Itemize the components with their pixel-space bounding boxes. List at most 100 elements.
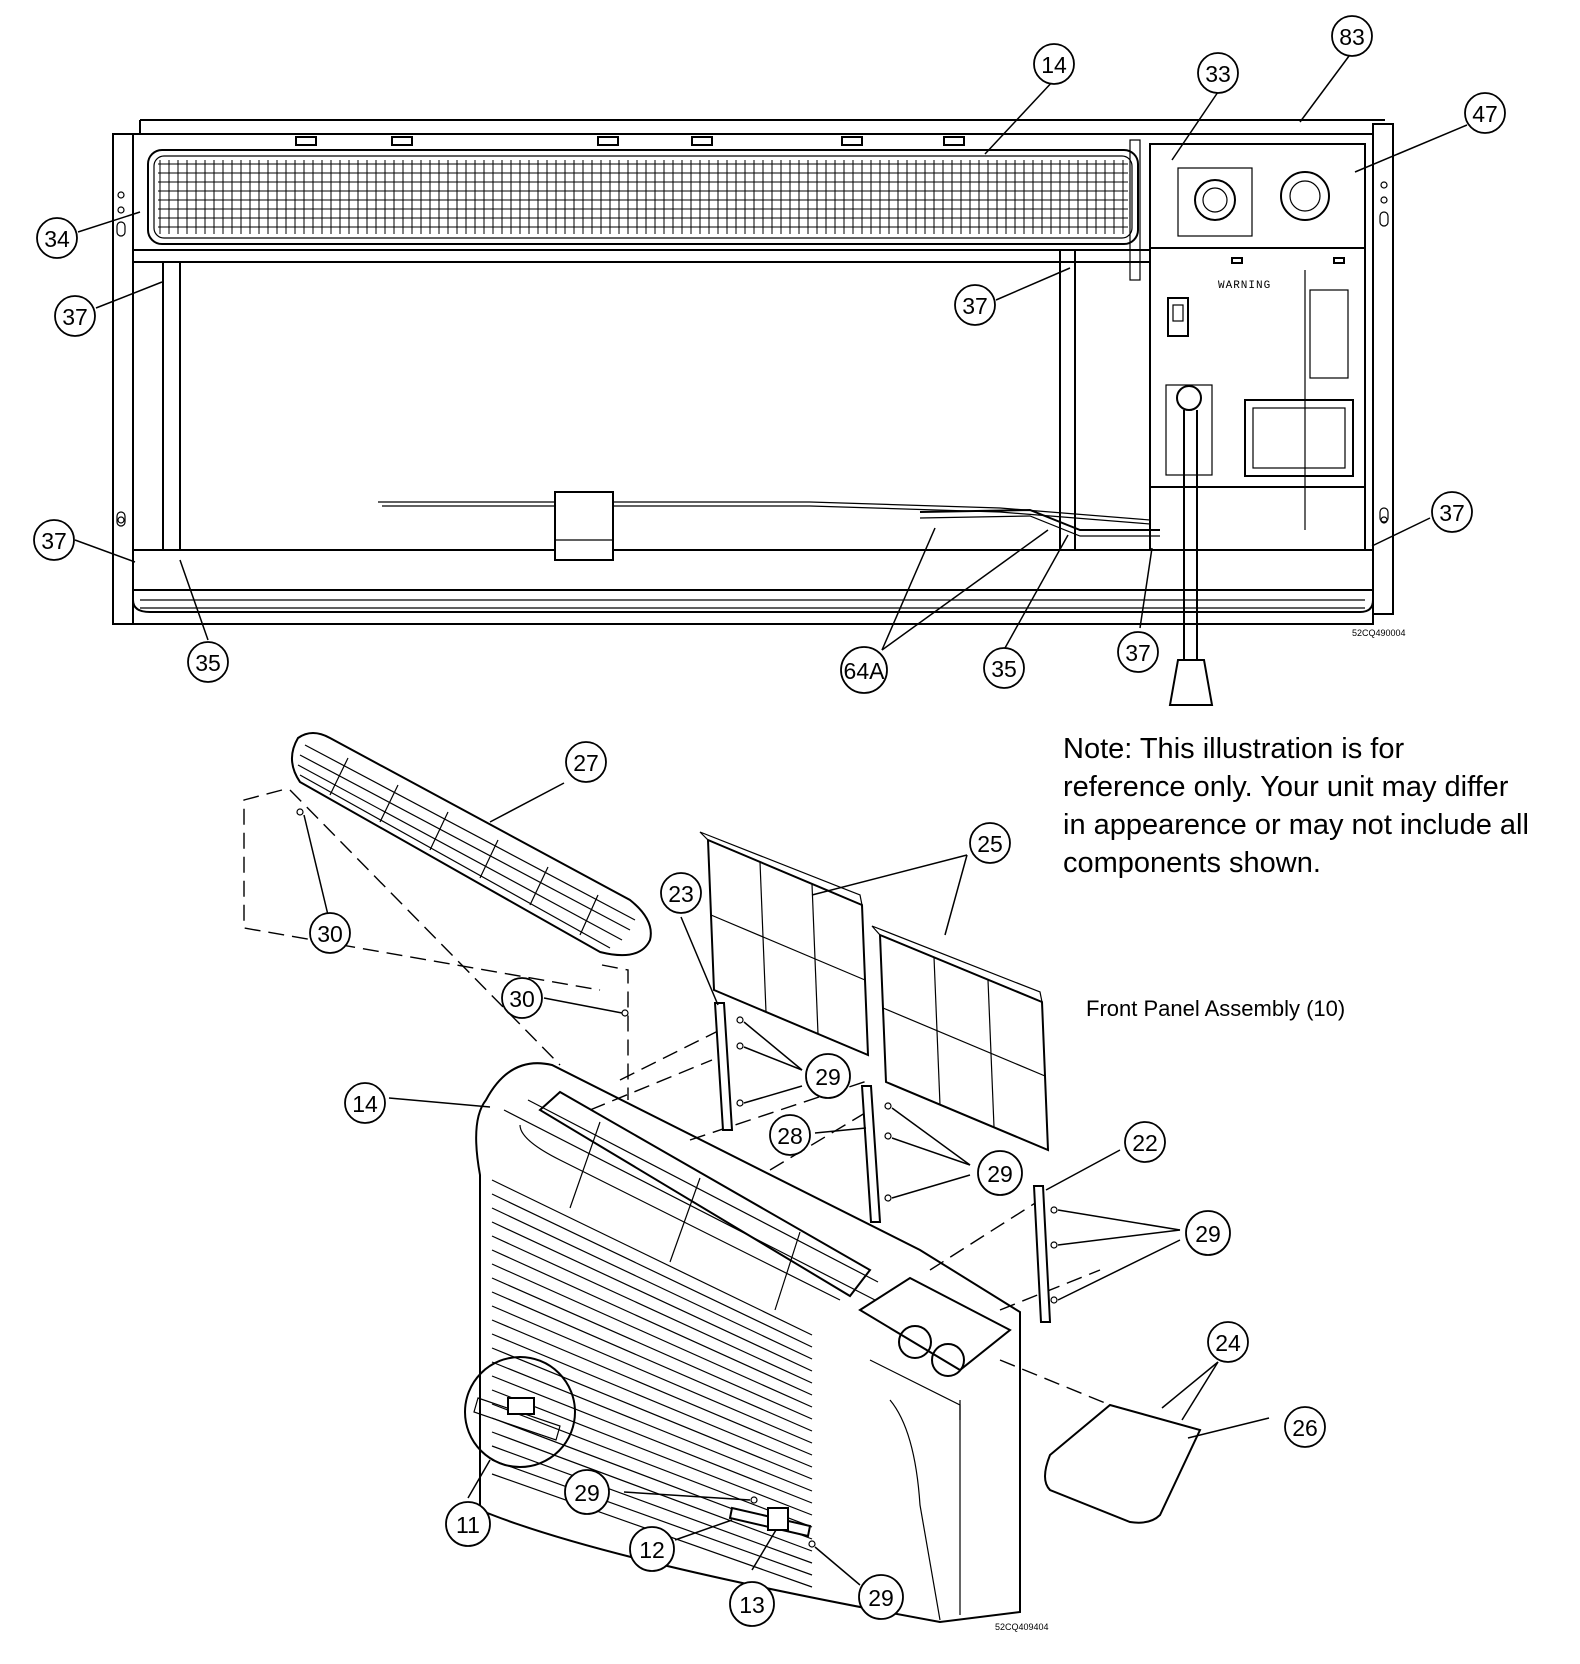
callout-83: 83 xyxy=(1331,15,1373,57)
louver-line xyxy=(491,1179,813,1336)
callout-23: 23 xyxy=(660,872,702,914)
callout-circle xyxy=(1124,1121,1166,1163)
callout-circle xyxy=(445,1501,491,1547)
callout-label: 12 xyxy=(639,1537,665,1563)
callout-circle xyxy=(33,519,75,561)
callout-label: 28 xyxy=(777,1123,803,1149)
louver-line xyxy=(491,1235,813,1384)
callout-11: 11 xyxy=(445,1501,491,1547)
callout-33: 33 xyxy=(1197,52,1239,94)
callout-24: 24 xyxy=(1207,1321,1249,1363)
louver-line xyxy=(491,1291,813,1432)
callout-circle xyxy=(1431,491,1473,533)
callout-circle xyxy=(565,741,607,783)
callout-circle xyxy=(1284,1406,1326,1448)
callout-circle xyxy=(1207,1321,1249,1363)
louver-line xyxy=(491,1403,813,1528)
callout-circle xyxy=(564,1469,610,1515)
callout-label: 29 xyxy=(574,1480,600,1506)
callout-29-a: 29 xyxy=(805,1053,851,1099)
callout-label: 30 xyxy=(509,986,535,1012)
callout-25: 25 xyxy=(969,822,1011,864)
louver-line xyxy=(491,1207,813,1360)
callout-label: 25 xyxy=(977,831,1003,857)
louver-line xyxy=(491,1319,813,1456)
callout-circle xyxy=(954,284,996,326)
air-filter-left xyxy=(699,831,870,1057)
callout-label: 14 xyxy=(1041,52,1067,78)
callout-label: 64A xyxy=(844,658,886,684)
callout-label: 26 xyxy=(1292,1415,1318,1441)
warning-label: WARNING xyxy=(1218,280,1271,292)
louver-line xyxy=(491,1263,813,1408)
callout-27: 27 xyxy=(565,741,607,783)
louver-line xyxy=(491,1305,813,1444)
top-fasteners xyxy=(295,136,965,146)
callout-circle xyxy=(805,1053,851,1099)
filter-bracket-28 xyxy=(860,1085,882,1223)
callout-label: 29 xyxy=(868,1585,894,1611)
chassis-assembly: WARNING xyxy=(112,119,1406,706)
callout-37-d: 37 xyxy=(1431,491,1473,533)
louver-line xyxy=(491,1375,813,1504)
drawing-code-top: 52CQ490004 xyxy=(1352,628,1406,638)
callout-circle xyxy=(840,646,888,694)
callout-circle xyxy=(1033,43,1075,85)
louver-line xyxy=(491,1445,813,1564)
callout-14-bottom: 14 xyxy=(344,1082,386,1124)
filter-bracket-22 xyxy=(1032,1185,1052,1323)
callout-circle xyxy=(54,295,96,337)
air-filter-right xyxy=(871,925,1050,1152)
callout-label: 29 xyxy=(815,1064,841,1090)
callout-circle xyxy=(309,912,351,954)
callout-circle xyxy=(983,647,1025,689)
callout-35-b: 35 xyxy=(983,647,1025,689)
access-door xyxy=(1044,1403,1202,1524)
callout-label: 37 xyxy=(1439,500,1465,526)
callout-circle xyxy=(977,1150,1023,1196)
reference-note: Note: This illustration is for reference… xyxy=(1063,733,1529,879)
callout-circle xyxy=(1464,92,1506,134)
sensor-tube xyxy=(378,491,1160,561)
louver-line xyxy=(491,1193,813,1348)
front-panel-assembly-label: Front Panel Assembly (10) xyxy=(1086,996,1346,1021)
louver-line xyxy=(491,1249,813,1396)
control-panel: WARNING xyxy=(1149,143,1366,551)
callout-13: 13 xyxy=(729,1581,775,1627)
callout-35-a: 35 xyxy=(187,641,229,683)
callout-label: 33 xyxy=(1205,61,1231,87)
callout-label: 34 xyxy=(44,226,70,252)
callout-label: 83 xyxy=(1339,24,1365,50)
callout-circle xyxy=(1331,15,1373,57)
louver-line xyxy=(491,1431,813,1552)
callout-12: 12 xyxy=(629,1526,675,1572)
callout-47: 47 xyxy=(1464,92,1506,134)
drawing-code-bottom: 52CQ409404 xyxy=(995,1622,1049,1632)
callout-circle xyxy=(629,1526,675,1572)
detail-inset xyxy=(464,1356,576,1499)
callout-29-d: 29 xyxy=(564,1469,610,1515)
discharge-grille xyxy=(291,732,652,956)
callout-label: 47 xyxy=(1472,101,1498,127)
callout-29-b: 29 xyxy=(977,1150,1023,1196)
callout-label: 23 xyxy=(668,881,694,907)
callout-30-a: 30 xyxy=(309,912,351,954)
callout-label: 29 xyxy=(1195,1221,1221,1247)
callout-label: 37 xyxy=(41,528,67,554)
callout-37-e: 37 xyxy=(1117,631,1159,673)
callout-37-c: 37 xyxy=(33,519,75,561)
callout-circle xyxy=(969,822,1011,864)
callout-64a: 64A xyxy=(840,646,888,694)
callout-26: 26 xyxy=(1284,1406,1326,1448)
callout-22: 22 xyxy=(1124,1121,1166,1163)
callout-circle xyxy=(501,977,543,1019)
callout-30-b: 30 xyxy=(501,977,543,1019)
louver-line xyxy=(491,1347,813,1480)
callout-label: 29 xyxy=(987,1161,1013,1187)
callout-circle xyxy=(769,1114,811,1156)
louver-line xyxy=(491,1221,813,1372)
callout-circle xyxy=(729,1581,775,1627)
callout-37-a: 37 xyxy=(54,295,96,337)
